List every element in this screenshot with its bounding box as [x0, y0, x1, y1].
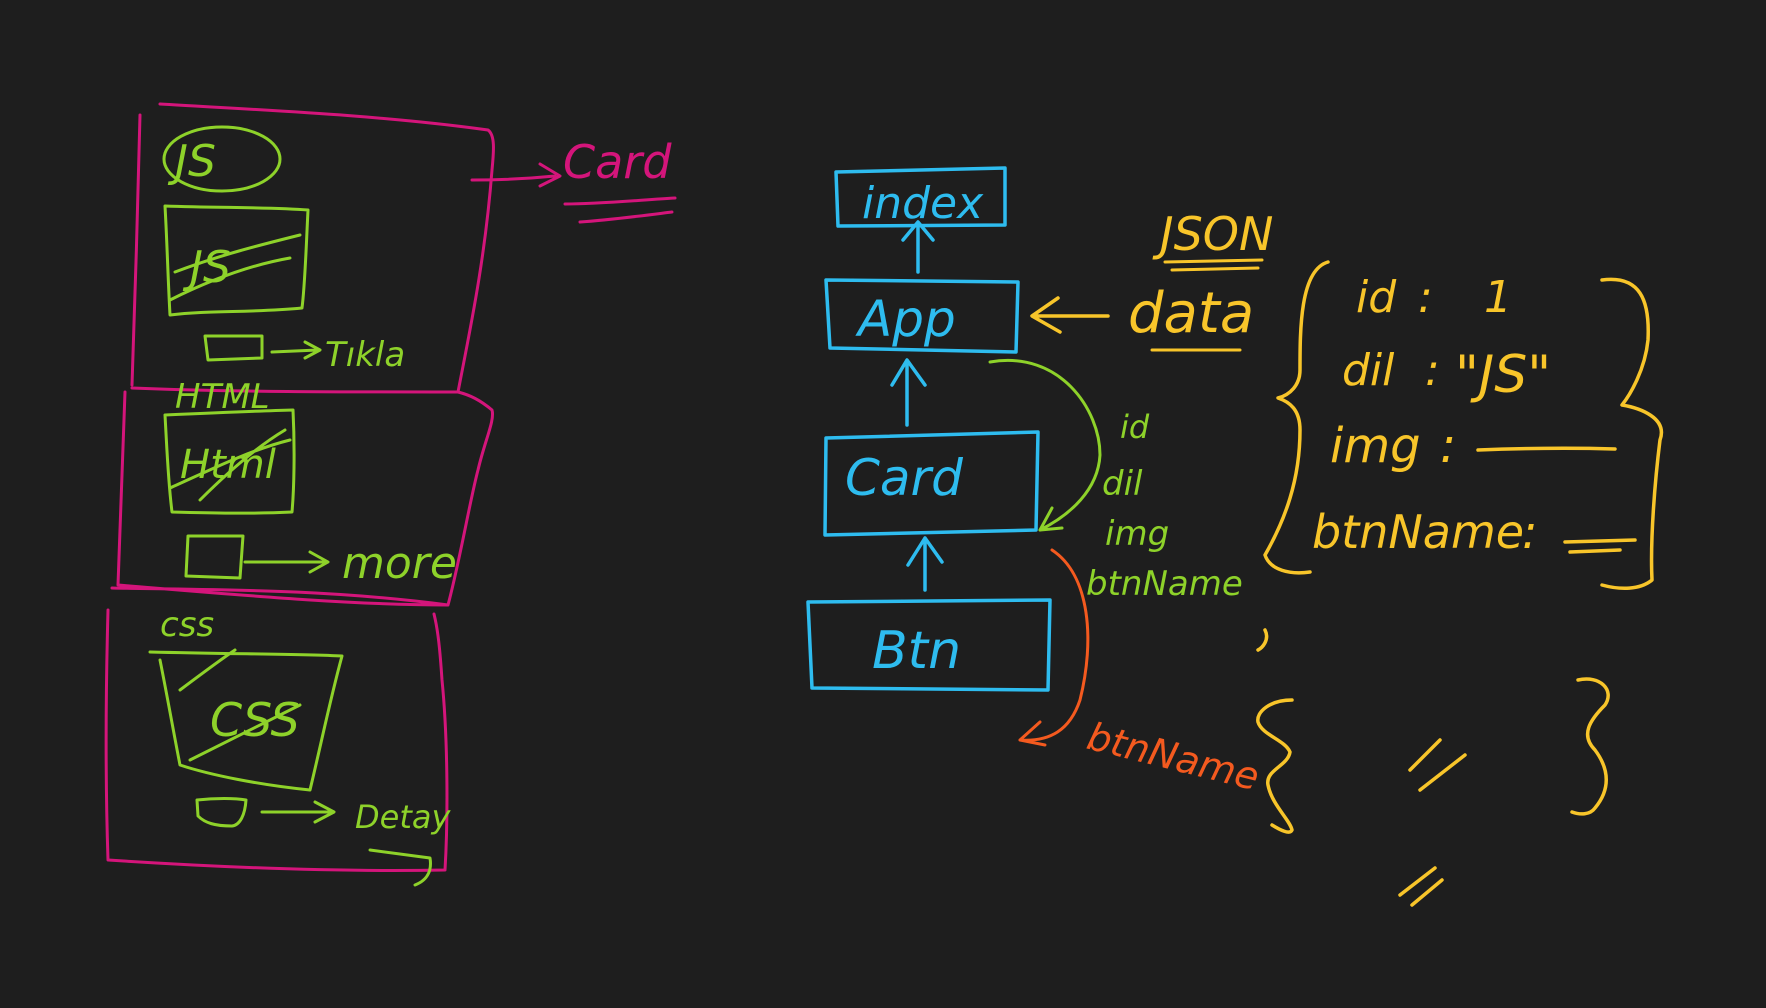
- card-pointer-arrow: [470, 162, 562, 188]
- arrow-card-to-app: [890, 358, 927, 427]
- node-box-card: [823, 430, 1040, 537]
- stray-mark: [1256, 628, 1269, 652]
- json-object-sketch: id : 1 dil : "JS" img : btnName :: [1263, 260, 1664, 591]
- card-frame: [110, 390, 495, 607]
- json-colon: :: [1425, 345, 1440, 396]
- close-brace: [1600, 277, 1664, 591]
- image-crossout: [168, 233, 302, 302]
- prop-img: img: [1105, 514, 1169, 554]
- arrow-btn-to-card: [906, 536, 944, 592]
- heading-oval: [162, 125, 282, 193]
- json-value-btnname-blank: [1563, 538, 1637, 554]
- card-heading: css: [160, 605, 214, 645]
- card-frame: [130, 102, 495, 394]
- button-box: [203, 334, 264, 362]
- node-btn: Btn: [872, 621, 961, 681]
- arrow-app-to-index: [901, 220, 935, 274]
- card-label-underline: [563, 196, 677, 224]
- data-arrow: [1030, 296, 1110, 334]
- image-crossout: [168, 428, 292, 502]
- card-sketch-js: JS JS Tıkla Card: [130, 102, 677, 394]
- open-brace-lower: [1256, 698, 1294, 834]
- button-box: [195, 797, 248, 828]
- open-brace: [1263, 260, 1330, 575]
- props-arrow: [988, 358, 1102, 532]
- json-key-img: img: [1330, 418, 1421, 474]
- json-key-id: id: [1356, 272, 1397, 323]
- data-source: JSON data: [1030, 207, 1273, 352]
- json-colon: :: [1522, 505, 1538, 559]
- button-caption: Detay: [355, 798, 451, 836]
- btn-prop-label: btnName: [1083, 714, 1264, 799]
- node-app: App: [855, 290, 956, 348]
- card-sketch-html: HTML Html more: [110, 377, 495, 607]
- empty-object-mark: [1408, 738, 1467, 792]
- card-frame: [104, 608, 449, 873]
- close-brace-lower: [1570, 677, 1610, 816]
- json-colon: :: [1440, 418, 1456, 474]
- image-box: [163, 408, 296, 515]
- json-key-dil: dil: [1342, 345, 1395, 396]
- json-colon: :: [1418, 272, 1433, 323]
- node-box-index: [834, 166, 1007, 228]
- data-label: data: [1128, 281, 1254, 346]
- json-value-img-blank: [1476, 446, 1617, 452]
- empty-object-sketch: [1256, 628, 1610, 907]
- component-tree: index App Card Btn: [806, 166, 1052, 692]
- image-box: [163, 204, 310, 317]
- btn-prop-arrow: [1018, 548, 1090, 747]
- node-box-app: [824, 278, 1020, 354]
- button-arrow: [270, 340, 322, 360]
- caption-underline: [368, 848, 432, 887]
- props-flow: id dil img btnName: [988, 358, 1243, 604]
- json-key-btnname: btnName: [1312, 505, 1524, 559]
- button-box: [184, 534, 245, 580]
- json-value-dil: "JS": [1455, 345, 1551, 405]
- prop-btnname: btnName: [1086, 564, 1243, 604]
- button-arrow: [260, 800, 336, 824]
- bottom-mark: [1398, 866, 1444, 907]
- card-heading: JS: [167, 136, 216, 187]
- image-box: [148, 650, 344, 792]
- button-caption: Tıkla: [325, 335, 405, 375]
- node-card: Card: [845, 449, 963, 507]
- json-label: JSON: [1152, 207, 1273, 261]
- image-label: CSS: [210, 693, 300, 747]
- prop-dil: dil: [1102, 464, 1143, 504]
- button-arrow: [243, 550, 330, 574]
- card-component-label: Card: [563, 135, 672, 189]
- card-sketch-css: css CSS Detay: [104, 605, 451, 887]
- button-caption: more: [342, 538, 457, 589]
- prop-id: id: [1120, 408, 1150, 446]
- node-index: index: [862, 178, 984, 229]
- json-underline: [1163, 258, 1264, 272]
- node-box-btn: [806, 598, 1052, 692]
- image-crossout: [178, 648, 302, 762]
- json-value-id: 1: [1484, 272, 1512, 323]
